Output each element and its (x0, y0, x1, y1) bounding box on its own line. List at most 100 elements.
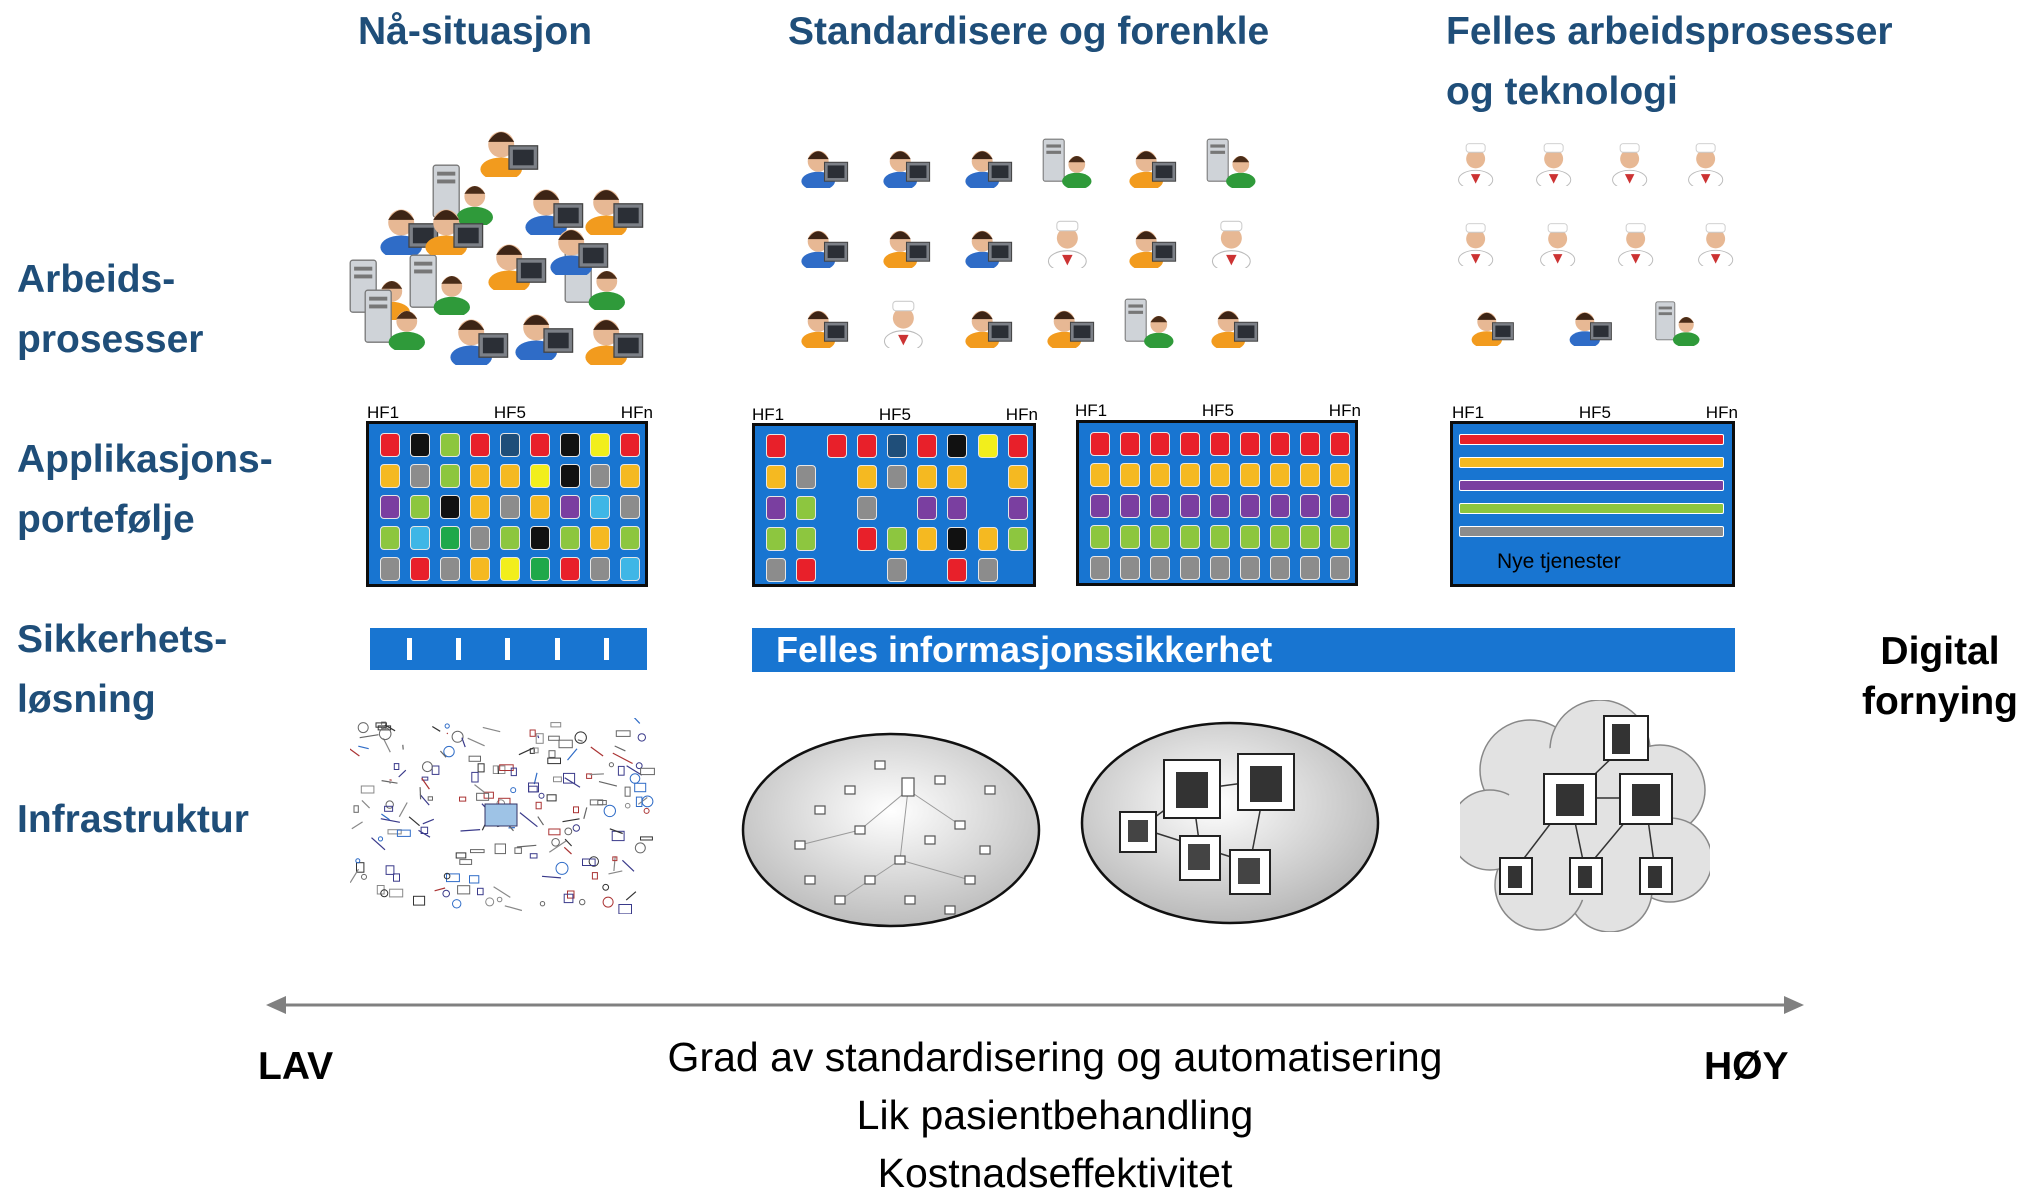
infrastructure-consolidated-network-icon (1080, 718, 1380, 928)
application-cell (1240, 432, 1260, 456)
application-cell (978, 434, 998, 458)
application-cell (470, 495, 490, 519)
doctor-icon (1450, 218, 1501, 266)
axis-low-label: LAV (258, 1045, 333, 1089)
hf-label-last: HFn (1329, 402, 1361, 420)
application-cell (410, 464, 430, 488)
application-cell (978, 527, 998, 551)
application-cell (1240, 525, 1260, 549)
application-cell (560, 495, 580, 519)
application-cell (530, 464, 550, 488)
application-cell (857, 465, 877, 489)
application-cell (887, 558, 907, 582)
application-cell (500, 526, 520, 550)
application-bar (1459, 434, 1724, 445)
server-icon (1121, 295, 1178, 348)
application-bar (1459, 526, 1724, 537)
doctor-icon (1680, 138, 1731, 186)
application-cell (560, 557, 580, 581)
application-cell (1150, 525, 1170, 549)
person-at-computer-icon (1039, 295, 1096, 348)
person-at-computer-icon (1121, 215, 1178, 268)
doctor-icon (875, 295, 932, 348)
doctor-icon (1610, 218, 1661, 266)
person-at-computer-icon (1464, 298, 1515, 346)
application-cell (766, 434, 786, 458)
doctor-icon (1532, 218, 1583, 266)
application-cell (766, 465, 786, 489)
application-cell (1008, 496, 1028, 520)
security-bar-common: Felles informasjonssikkerhet (752, 628, 1735, 672)
row-label-arbeid: Arbeids- prosesser (17, 250, 203, 370)
person-at-computer-icon (575, 300, 645, 365)
application-cell (620, 557, 640, 581)
application-cell (530, 495, 550, 519)
application-cell (410, 526, 430, 550)
application-cell (1330, 494, 1350, 518)
column-heading-common-line1: Felles arbeidsprosesser (1446, 2, 1893, 62)
hf-label-mid: HF5 (1202, 402, 1234, 420)
application-cell (530, 557, 550, 581)
security-tick (604, 638, 609, 660)
hf-label-last: HFn (621, 404, 653, 422)
row-label-sikkerhet-line2: løsning (17, 670, 227, 730)
column-heading-current: Nå-situasjon (358, 2, 592, 62)
doctor-icon (1203, 215, 1260, 268)
application-cell (590, 557, 610, 581)
application-cell (1090, 463, 1110, 487)
application-cell (1008, 434, 1028, 458)
hf-label-last: HFn (1006, 406, 1038, 424)
application-cell (887, 527, 907, 551)
person-at-computer-icon (793, 215, 850, 268)
hf-label-last: HFn (1706, 404, 1738, 422)
application-cell (887, 434, 907, 458)
application-cell (440, 526, 460, 550)
application-cell (1150, 463, 1170, 487)
application-cell (796, 558, 816, 582)
application-cell (380, 464, 400, 488)
application-cell (1300, 525, 1320, 549)
row-label-infrastruktur: Infrastruktur (17, 790, 249, 850)
person-at-computer-icon (957, 215, 1014, 268)
row-label-sikkerhet: Sikkerhets- løsning (17, 610, 227, 730)
security-tick (407, 638, 412, 660)
security-bar-fragmented (370, 628, 647, 670)
application-bar (1459, 457, 1724, 468)
server-icon (1652, 298, 1703, 346)
application-cell (440, 557, 460, 581)
application-cell (947, 465, 967, 489)
application-cell (620, 433, 640, 457)
application-cell (1210, 432, 1230, 456)
application-grid-standardize-1 (752, 423, 1036, 587)
application-bar (1459, 503, 1724, 514)
hf-label-mid: HF5 (1579, 404, 1611, 422)
doctor-icon (1039, 215, 1096, 268)
application-cell (1270, 494, 1290, 518)
application-cell (917, 465, 937, 489)
application-cell (1120, 494, 1140, 518)
row-label-arbeid-line1: Arbeids- (17, 250, 203, 310)
application-cell (1180, 556, 1200, 580)
application-cell (560, 464, 580, 488)
application-cell (796, 496, 816, 520)
application-cell (380, 557, 400, 581)
application-cell (1300, 432, 1320, 456)
hf-label-first: HF1 (367, 404, 399, 422)
application-cell (1008, 465, 1028, 489)
application-cell (1120, 525, 1140, 549)
application-cell (1090, 432, 1110, 456)
infrastructure-cloud-network-icon (1460, 700, 1710, 932)
application-cell (978, 558, 998, 582)
person-at-computer-icon (505, 295, 575, 360)
axis-arrow-icon (266, 992, 1804, 1018)
application-cell (1210, 494, 1230, 518)
application-cell (470, 557, 490, 581)
application-cell (1180, 463, 1200, 487)
application-cell (1270, 525, 1290, 549)
application-cell (560, 433, 580, 457)
application-cell (620, 464, 640, 488)
hf-label-mid: HF5 (879, 406, 911, 424)
hf-label-first: HF1 (1075, 402, 1107, 420)
application-cell (500, 495, 520, 519)
person-at-computer-icon (440, 300, 510, 365)
